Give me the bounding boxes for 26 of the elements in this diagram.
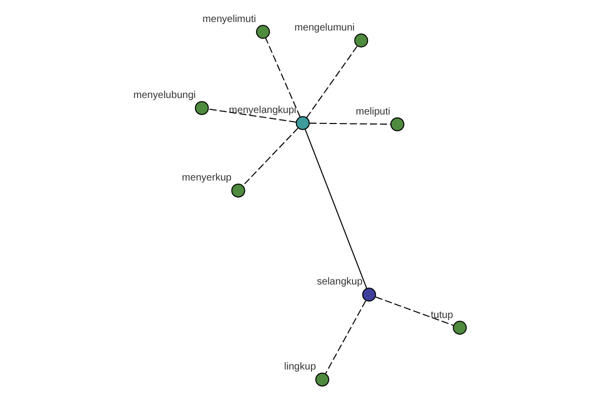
connector (375, 296, 454, 326)
node-label: menyerkup (182, 172, 232, 184)
connector (306, 46, 358, 118)
node-label: menyelimuti (202, 14, 256, 25)
node-circle (390, 117, 404, 132)
node-label: lingkup (284, 362, 316, 373)
connector (265, 38, 301, 118)
node-circle (194, 101, 209, 116)
connector (325, 300, 366, 374)
node-circle (452, 320, 467, 335)
node-circle (296, 116, 310, 130)
node-circle (256, 24, 270, 39)
node-label: menyelubungi (133, 90, 196, 102)
node-circle (231, 184, 246, 198)
node-circle (362, 288, 376, 302)
node-label: mengelumuni (294, 22, 355, 34)
connector (208, 108, 296, 123)
connector (310, 122, 391, 125)
node-circle (354, 34, 368, 48)
node-label: tutup (430, 310, 454, 321)
node-circle (315, 372, 330, 387)
connector (242, 128, 298, 186)
connector (304, 129, 368, 289)
node-label: selangkup (316, 276, 363, 288)
node-label: meliputi (356, 106, 390, 118)
node-label: menyelangkupi (228, 105, 296, 116)
